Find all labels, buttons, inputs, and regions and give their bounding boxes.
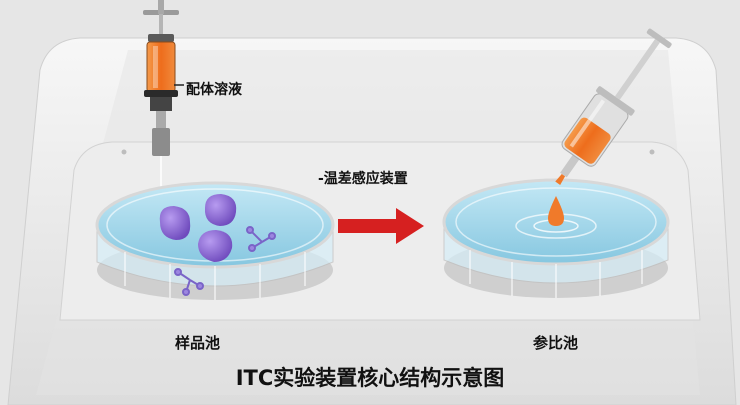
sample-cell-label: 样品池 bbox=[175, 334, 221, 352]
ligand-molecule bbox=[246, 226, 276, 252]
droplet-icon bbox=[548, 196, 564, 226]
protein-molecule bbox=[204, 194, 237, 226]
protein-molecule bbox=[159, 206, 191, 240]
ligand-molecule bbox=[174, 268, 204, 296]
protein-molecule bbox=[198, 230, 233, 262]
figure-title: ITC实验装置核心结构示意图 bbox=[235, 366, 505, 390]
ligand-solution-label: 配体溶液 bbox=[186, 82, 242, 98]
reference-cell bbox=[442, 178, 670, 298]
syringe-icon bbox=[555, 28, 672, 185]
sample-cell bbox=[95, 181, 335, 300]
right-arrow-icon bbox=[338, 208, 424, 244]
reference-cell-label: 参比池 bbox=[533, 334, 579, 352]
syringe-icon bbox=[143, 0, 184, 230]
sensor-label: -温差感应装置 bbox=[318, 171, 408, 187]
